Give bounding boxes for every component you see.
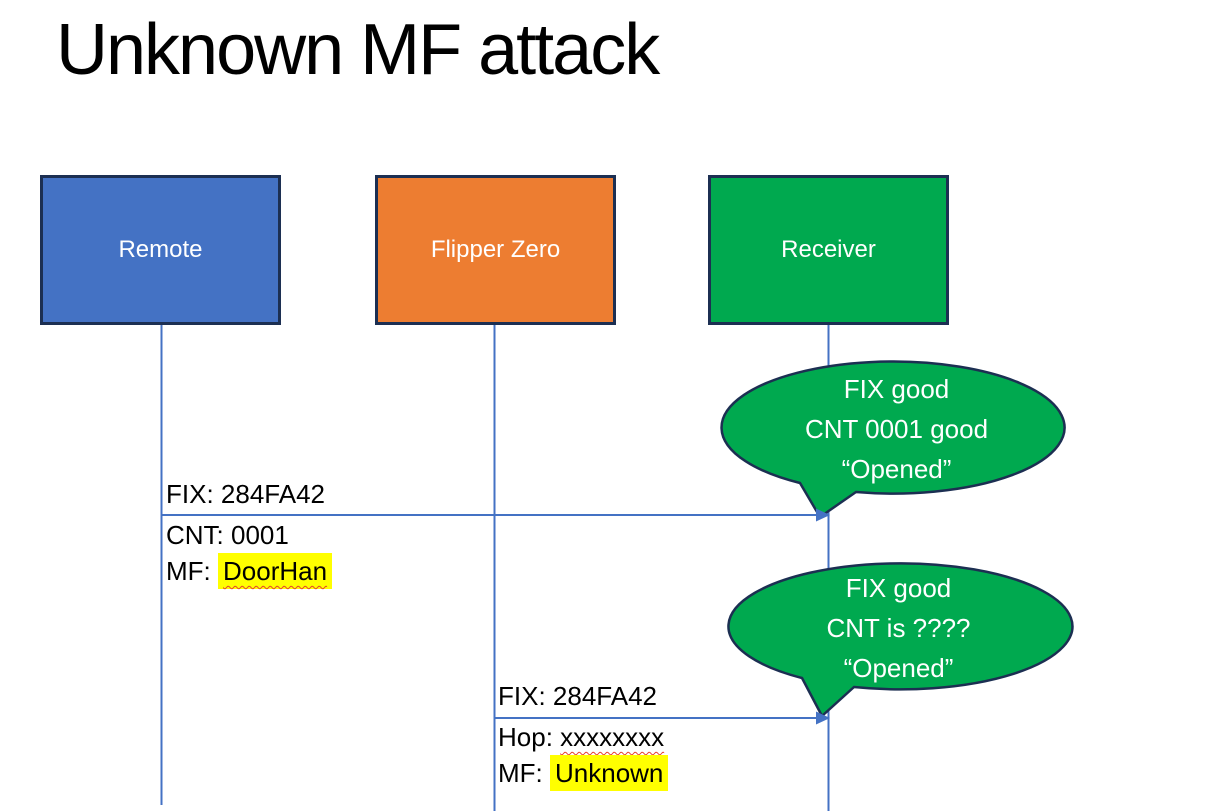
message-2-fix-label: FIX: 284FA42: [498, 681, 657, 711]
callout-2-line-2: CNT is ????: [826, 613, 971, 643]
message-2-mf-value-highlighted: Unknown: [550, 755, 669, 791]
message-2-mf-prefix: MF:: [498, 758, 550, 788]
message-arrow-1-head: [816, 508, 830, 522]
message-1-mf-label: MF: DoorHan: [166, 553, 333, 589]
message-2-mf-label: MF: Unknown: [498, 755, 669, 791]
message-1-cnt-label: CNT: 0001: [166, 520, 289, 551]
callout-2-line-1: FIX good: [845, 573, 952, 603]
actor-label-remote: Remote: [118, 236, 203, 263]
message-1-mf-value-highlighted: DoorHan: [218, 553, 333, 589]
actor-box-flipper-zero: Flipper Zero: [375, 175, 616, 325]
callout-1-text: FIX good CNT 0001 good “Opened”: [724, 369, 1069, 489]
message-2-hop-prefix: Hop:: [498, 722, 561, 752]
message-1-fix-label: FIX: 284FA42: [166, 479, 325, 509]
message-2-hop-label: Hop: xxxxxxxx: [498, 722, 664, 753]
callout-bubble-1: [720, 360, 1066, 519]
callout-bubble-2: [727, 562, 1074, 719]
callout-1-line-3: “Opened”: [841, 454, 952, 484]
message-1-cnt-prefix: CNT:: [166, 520, 231, 550]
slide-title: Unknown MF attack: [56, 10, 660, 90]
actor-label-receiver: Receiver: [781, 236, 876, 263]
message-2-hop-value: xxxxxxxx: [560, 722, 665, 752]
callout-1-line-1: FIX good: [843, 374, 950, 404]
actor-label-flipper-zero: Flipper Zero: [430, 236, 561, 263]
callout-2-text: FIX good CNT is ???? “Opened”: [726, 568, 1071, 688]
actor-box-remote: Remote: [40, 175, 281, 325]
message-1-cnt-value: 0001: [231, 520, 289, 550]
actor-box-receiver: Receiver: [708, 175, 949, 325]
message-arrow-2-head: [816, 711, 830, 725]
message-1-mf-prefix: MF:: [166, 556, 218, 586]
callout-2-line-3: “Opened”: [843, 653, 954, 683]
callout-1-line-2: CNT 0001 good: [804, 414, 989, 444]
